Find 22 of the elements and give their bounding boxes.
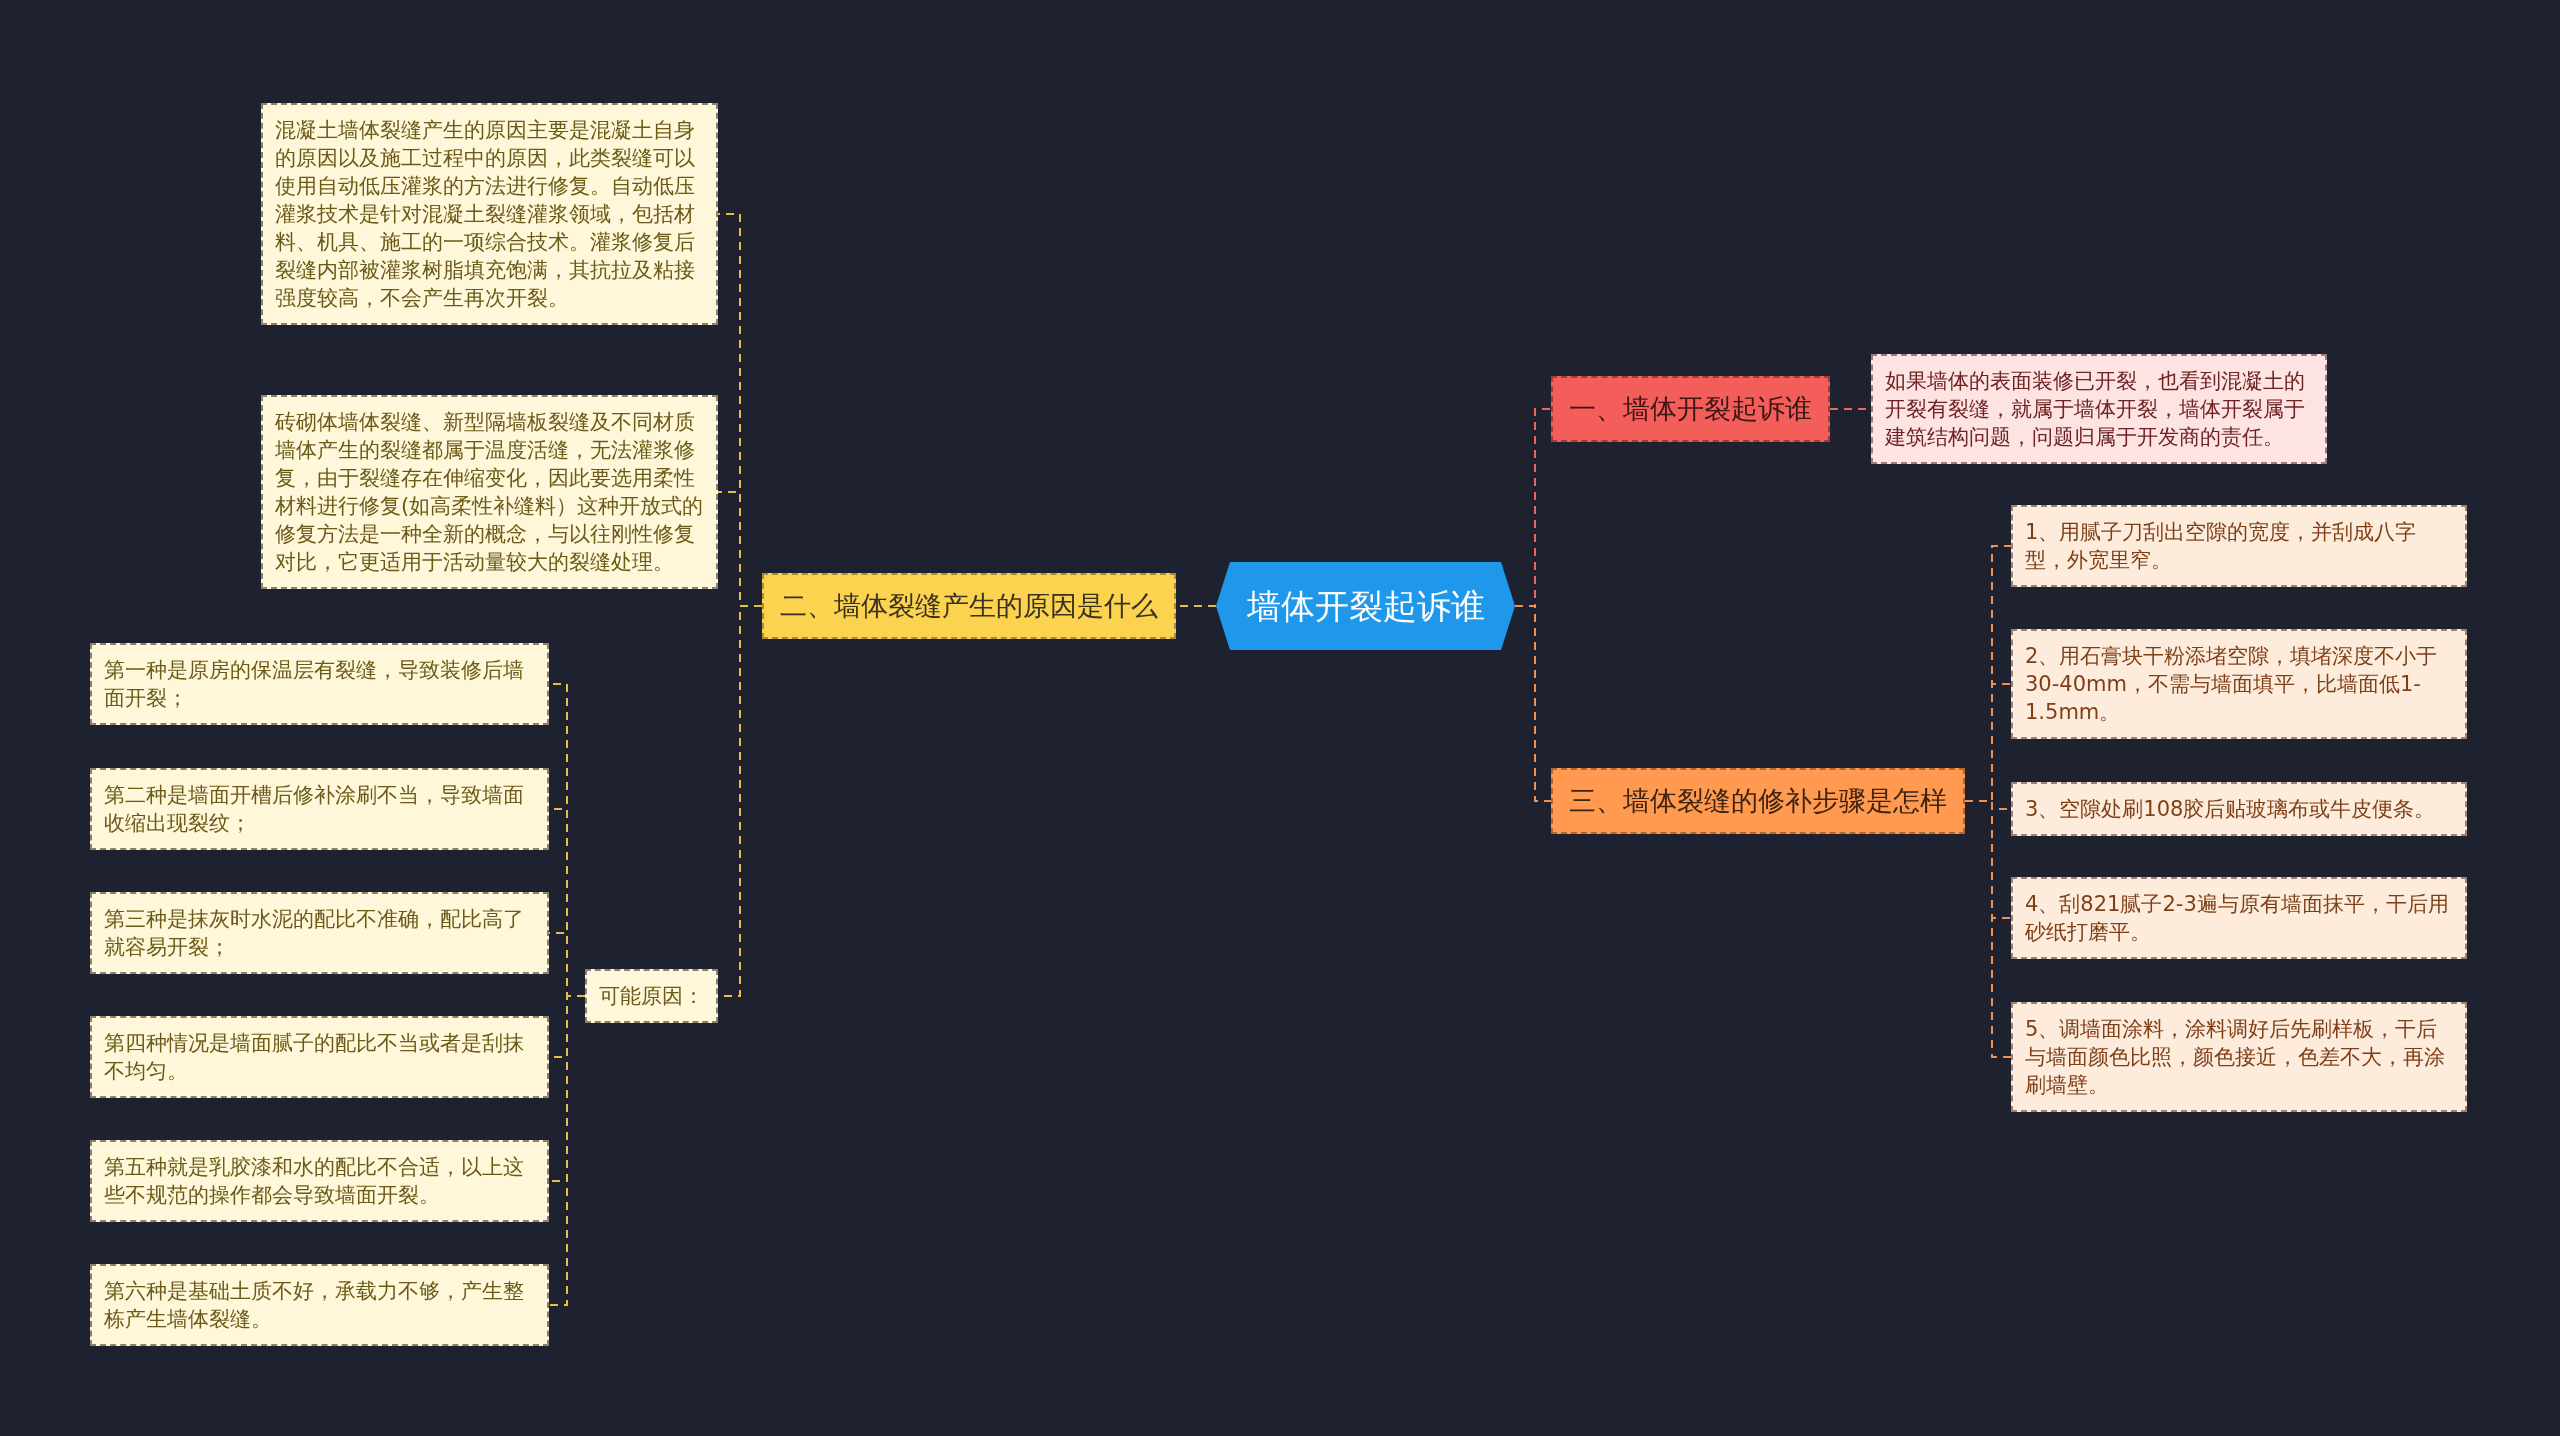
note-box: 第六种是基础土质不好，承载力不够，产生整栋产生墙体裂缝。 bbox=[90, 1264, 549, 1346]
note-box: 砖砌体墙体裂缝、新型隔墙板裂缝及不同材质墙体产生的裂缝都属于温度活缝，无法灌浆修复，由于裂缝存在伸缩变化，因此要选用柔性材料进行修复(如高柔性补缝料）这种开放式的修复方法是一种全新的概念，与以往刚性修复对比，它更适用于活动量较大的裂缝处理。 bbox=[261, 395, 718, 589]
note-box: 3、空隙处刷108胶后贴玻璃布或牛皮便条。 bbox=[2011, 782, 2467, 836]
connector-line bbox=[1514, 605, 1552, 802]
note-box: 2、用石膏块干粉添堵空隙，填堵深度不小于30-40mm，不需与墙面填平，比墙面低1-1.5mm。 bbox=[2011, 629, 2467, 739]
topic-box: 一、墙体开裂起诉谁 bbox=[1551, 376, 1830, 442]
central-topic: 墙体开裂起诉谁 bbox=[1216, 562, 1515, 650]
note-box: 第二种是墙面开槽后修补涂刷不当，导致墙面收缩出现裂纹； bbox=[90, 768, 549, 850]
note-box: 如果墙体的表面装修已开裂，也看到混凝土的开裂有裂缝，就属于墙体开裂，墙体开裂属于建筑结构问题，问题归属于开发商的责任。 bbox=[1871, 354, 2327, 464]
note-box: 第一种是原房的保温层有裂缝，导致装修后墙面开裂； bbox=[90, 643, 549, 725]
connector-line bbox=[1964, 800, 2012, 1058]
subtopic-box: 可能原因： bbox=[585, 969, 718, 1023]
note-box: 第四种情况是墙面腻子的配比不当或者是刮抹不均匀。 bbox=[90, 1016, 549, 1098]
note-box: 4、刮821腻子2-3遍与原有墙面抹平，干后用砂纸打磨平。 bbox=[2011, 877, 2467, 959]
topic-box: 二、墙体裂缝产生的原因是什么 bbox=[762, 573, 1176, 639]
topic-box: 三、墙体裂缝的修补步骤是怎样 bbox=[1551, 768, 1965, 834]
connector-line bbox=[548, 995, 586, 1306]
note-box: 第五种就是乳胶漆和水的配比不合适，以上这些不规范的操作都会导致墙面开裂。 bbox=[90, 1140, 549, 1222]
note-box: 第三种是抹灰时水泥的配比不准确，配比高了就容易开裂； bbox=[90, 892, 549, 974]
note-box: 1、用腻子刀刮出空隙的宽度，并刮成八字型，外宽里窄。 bbox=[2011, 505, 2467, 587]
note-box: 混凝土墙体裂缝产生的原因主要是混凝土自身的原因以及施工过程中的原因，此类裂缝可以使用自动低压灌浆的方法进行修复。自动低压灌浆技术是针对混凝土裂缝灌浆领域，包括材料、机具、施工的一项综合技术。灌浆修复后裂缝内部被灌浆树脂填充饱满，其抗拉及粘接强度较高，不会产生再次开裂。 bbox=[261, 103, 718, 325]
note-box: 5、调墙面涂料，涂料调好后先刷样板，干后与墙面颜色比照，颜色接近，色差不大，再涂刷墙壁。 bbox=[2011, 1002, 2467, 1112]
